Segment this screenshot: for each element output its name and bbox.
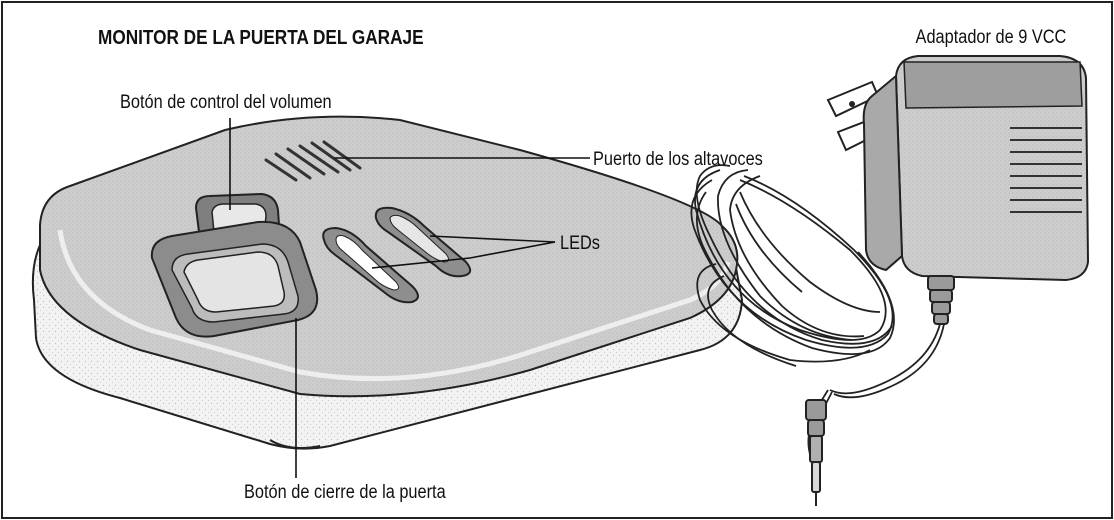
leds-leader-1 (371, 241, 556, 269)
adapter-top-band (903, 61, 1083, 109)
leds-label: LEDs (560, 233, 600, 254)
door-close-button-label: Botón de cierre de la puerta (244, 482, 446, 503)
adapter-cord (690, 164, 945, 461)
adapter-label: Adaptador de 9 VCC (915, 27, 1066, 48)
adapter-plug (805, 399, 827, 506)
monitor-front-edge (269, 439, 321, 449)
adapter-strain-relief (927, 275, 955, 325)
power-adapter (690, 55, 1090, 506)
adapter-side (862, 73, 904, 272)
led-left (322, 226, 419, 304)
door-close-button[interactable] (150, 220, 319, 338)
adapter-body (894, 55, 1090, 282)
leader-lines (229, 118, 590, 478)
speaker-grille (264, 140, 362, 182)
diagram-title: MONITOR DE LA PUERTA DEL GARAJE (98, 27, 424, 49)
garage-door-monitor (31, 115, 744, 450)
volume-button-label: Botón de control del volumen (120, 92, 332, 113)
monitor-rim (57, 229, 731, 382)
speaker-port-label: Puerto de los altavoces (593, 149, 763, 170)
adapter-ribs (1010, 127, 1082, 213)
leds-leader-2 (429, 235, 556, 243)
